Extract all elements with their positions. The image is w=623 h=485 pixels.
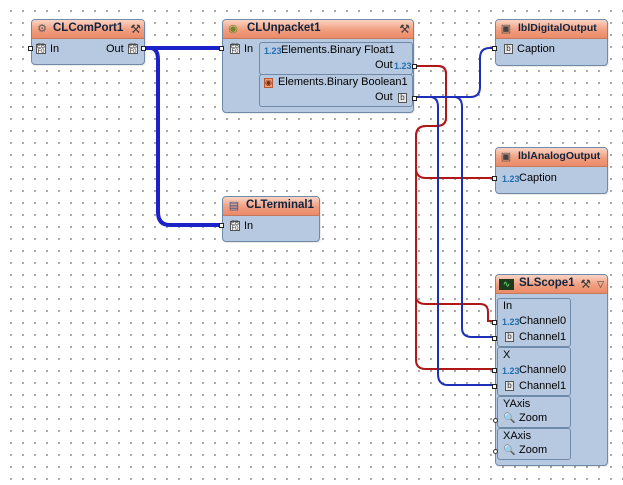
terminal-title: CLTerminal1 <box>246 199 314 211</box>
serial-port-icon: ⚙ <box>37 23 47 35</box>
zoom-icon: 🔍 <box>503 413 516 424</box>
scope-in-group-label: In <box>503 300 513 312</box>
scope-x-ch1-pin[interactable] <box>492 384 497 389</box>
packet-icon: ◉ <box>228 23 238 35</box>
chevron-down-icon[interactable]: ▽ <box>597 279 604 289</box>
label-icon: ▣ <box>500 151 512 163</box>
float-out-label: Out <box>375 59 393 71</box>
scope-in-ch1-label: Channel1 <box>519 331 567 343</box>
scope-xaxis-group[interactable]: XAxis 🔍 Zoom <box>497 428 571 460</box>
scope-in-ch1-pin[interactable] <box>492 336 497 341</box>
float-type-badge: 1.23 <box>264 46 282 56</box>
float-element[interactable]: 1.23 Elements.Binary Float1 Out 1.23 <box>259 42 413 75</box>
scope-x-group-label: X <box>503 349 511 361</box>
float-out-pin[interactable] <box>412 64 417 69</box>
comport-in-label: In <box>50 43 60 55</box>
float-out-badge: 1.23 <box>394 61 412 71</box>
scope-in-ch0-label: Channel0 <box>519 315 567 327</box>
scope-in-ch0-pin[interactable] <box>492 320 497 325</box>
scope-in-ch1-type-icon: b <box>505 332 514 342</box>
comport-in-pin[interactable] <box>28 46 33 51</box>
scope-yzoom-pin[interactable] <box>493 418 498 423</box>
scope-x-ch0-label: Channel0 <box>519 364 567 376</box>
wire-float-x-ch0 <box>415 136 497 370</box>
float-element-label: Elements.Binary Float1 <box>281 44 395 56</box>
scope-title: SLScope1 <box>519 277 575 289</box>
bool-element[interactable]: ◉ Elements.Binary Boolean1 Out b <box>259 74 413 107</box>
scope-in-ch0-badge: 1.23 <box>502 317 520 327</box>
scope-x-ch1-label: Channel1 <box>519 380 567 392</box>
tools-icon[interactable]: ⚒ <box>580 277 591 291</box>
bool-element-label: Elements.Binary Boolean1 <box>278 76 408 88</box>
digital-caption-label: Caption <box>517 43 555 55</box>
terminal-in-label: In <box>244 220 254 232</box>
wire-bool-x-ch1 <box>416 96 497 386</box>
digital-output-title: lblDigitalOutput <box>518 22 597 34</box>
label-icon: ▣ <box>500 23 512 35</box>
comport-out-pin[interactable] <box>141 46 146 51</box>
scope-x-group[interactable]: X 1.23 Channel0 b Channel1 <box>497 347 571 396</box>
scope-xaxis-label: XAxis <box>503 430 532 442</box>
scope-yaxis-label: YAxis <box>503 398 531 410</box>
digital-caption-type-icon: b <box>504 44 513 54</box>
scope-yaxis-group[interactable]: YAxis 🔍 Zoom <box>497 396 571 428</box>
bool-out-pin[interactable] <box>412 96 417 101</box>
scope-component[interactable]: ∿ SLScope1 ⚒ ▽ In 1.23 Channel0 b Channe… <box>492 274 608 466</box>
wire-float-in-ch0 <box>415 65 497 322</box>
digital-output-header[interactable] <box>496 20 607 39</box>
analog-output-header[interactable] <box>496 148 607 167</box>
digital-output-component[interactable]: ▣ lblDigitalOutput b Caption <box>492 19 608 66</box>
analog-caption-badge: 1.23 <box>502 174 520 184</box>
scope-x-ch1-type-icon: b <box>505 381 514 391</box>
unpacket-in-label: In <box>244 43 254 55</box>
bool-out-label: Out <box>375 91 393 103</box>
analog-caption-label: Caption <box>519 172 557 184</box>
tools-icon[interactable]: ⚒ <box>399 22 410 36</box>
terminal-icon: ▤ <box>228 200 240 212</box>
digital-caption-pin[interactable] <box>492 46 497 51</box>
scope-in-group[interactable]: In 1.23 Channel0 b Channel1 <box>497 298 571 347</box>
scope-yzoom-label: Zoom <box>519 412 548 424</box>
terminal-in-pin[interactable] <box>219 223 224 228</box>
unpacket-header[interactable] <box>223 20 413 39</box>
comport-out-label: Out <box>106 43 124 55</box>
bool-out-type-icon: b <box>398 93 407 103</box>
unpacket-in-pin[interactable] <box>219 46 224 51</box>
scope-x-ch0-pin[interactable] <box>492 368 497 373</box>
analog-output-component[interactable]: ▣ lblAnalogOutput 1.23 Caption <box>492 147 608 194</box>
scope-icon: ∿ <box>499 279 514 290</box>
tools-icon[interactable]: ⚒ <box>130 22 141 36</box>
zoom-icon: 🔍 <box>503 445 516 456</box>
scope-x-ch0-badge: 1.23 <box>502 366 520 376</box>
wire-bool-in-ch1 <box>416 96 497 338</box>
unpacket-title: CLUnpacket1 <box>247 22 321 34</box>
scope-xzoom-label: Zoom <box>519 444 548 456</box>
analog-caption-pin[interactable] <box>492 176 497 181</box>
wire-float-analog <box>415 65 497 179</box>
terminal-header[interactable] <box>223 197 319 216</box>
wire-comport-terminal <box>146 46 228 227</box>
analog-output-title: lblAnalogOutput <box>518 150 601 162</box>
comport-title: CLComPort1 <box>53 22 124 34</box>
scope-xzoom-pin[interactable] <box>493 449 498 454</box>
scope-header[interactable] <box>496 275 607 294</box>
comport-header[interactable] <box>32 20 144 39</box>
wire-bool-digital <box>416 47 497 98</box>
bool-icon: ◉ <box>264 78 273 88</box>
